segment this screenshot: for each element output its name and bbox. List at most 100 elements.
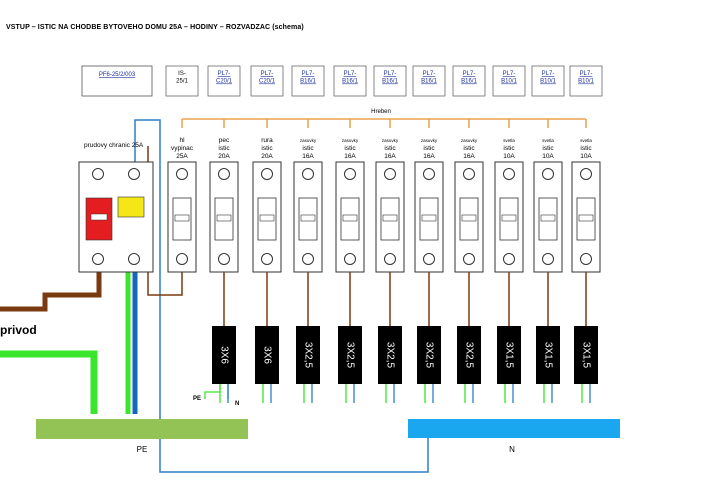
breaker-code-text: PL7-: [218, 71, 231, 77]
breaker-label-text: vypinac: [171, 145, 194, 152]
breaker-terminal-top: [463, 168, 475, 180]
breaker-terminal-bottom: [580, 253, 592, 265]
rcd-yellow-button: [117, 196, 145, 218]
breaker-terminal-bottom: [344, 253, 356, 265]
breaker-code-text: B16/1: [300, 79, 316, 85]
breaker-code-box: [452, 65, 486, 97]
cable-sleeve: [212, 326, 236, 384]
breaker-label-text: istic: [261, 145, 273, 152]
pe-bar-label: PE: [137, 445, 148, 454]
breaker-code-text: PL7-: [503, 71, 516, 77]
breaker-label-text: zasuvky: [461, 138, 478, 143]
cable-sleeve: [338, 326, 362, 384]
breaker-code-text: B10/1: [578, 79, 594, 85]
breaker-code-box: [373, 65, 407, 97]
breaker-label-text: istic: [302, 145, 314, 152]
breaker-code-box: [492, 65, 526, 97]
legend-pe-wire: [204, 384, 221, 399]
breaker-terminal-bottom: [463, 253, 475, 265]
breaker-terminal-top: [580, 168, 592, 180]
breaker-terminal-top: [218, 168, 230, 180]
breaker-lever: [578, 214, 594, 222]
cable-sleeve: [255, 326, 279, 384]
neutral-loop-wire: [134, 119, 429, 473]
breaker-code-text: PL7-: [261, 71, 274, 77]
rcd-label: prudovy chranic 25A: [84, 142, 144, 149]
breaker-code-box: [250, 65, 284, 97]
breaker-label-text: rura: [261, 137, 273, 144]
cable-7: 3X2,5: [417, 272, 441, 403]
breaker-label-text: 16A: [384, 153, 396, 160]
privod-label: privod: [0, 323, 37, 337]
breaker-lever: [300, 214, 316, 222]
top-left-code-box: [81, 65, 153, 97]
breaker-lever: [421, 214, 437, 222]
cable-5: 3X2,5: [338, 272, 362, 403]
feed-brown-wire: [0, 272, 102, 312]
breaker-label-text: istic: [580, 145, 592, 152]
breaker-code-text: C20/1: [259, 79, 276, 85]
breaker-terminal-bottom: [542, 253, 554, 265]
breaker-label-text: hl: [179, 137, 185, 144]
pe-small-label: PE: [193, 396, 201, 402]
breaker-label-text: 10A: [580, 153, 592, 160]
breaker-lever: [342, 214, 358, 222]
breaker-lever: [216, 214, 232, 222]
breaker-code-text: PL7-: [384, 71, 397, 77]
breaker-label-text: 16A: [302, 153, 314, 160]
breaker-code-box: [165, 65, 199, 97]
breaker-lever: [259, 214, 275, 222]
breaker-code-text: B10/1: [540, 79, 556, 85]
breaker-lever: [540, 214, 556, 222]
breaker-code-text: PL7-: [542, 71, 555, 77]
cable-2: 3X6: [212, 272, 236, 403]
breaker-label-text: svetla: [542, 138, 554, 143]
breaker-code-text: PL7-: [463, 71, 476, 77]
breaker-lever: [501, 214, 517, 222]
breaker-terminal-bottom: [176, 253, 188, 265]
cable-spec-text: 3X6: [218, 346, 229, 364]
cable-sleeve: [457, 326, 481, 384]
cable-sleeve: [378, 326, 402, 384]
breaker-label-text: 20A: [218, 153, 230, 160]
cable-sleeve: [417, 326, 441, 384]
breaker-code-box: [569, 65, 603, 97]
breaker-code-text: PL7-: [423, 71, 436, 77]
breaker-code-text: 25/1: [176, 79, 188, 85]
breaker-terminal-top: [176, 168, 188, 180]
breaker-terminal-top: [542, 168, 554, 180]
breaker-code-text: IS-: [178, 71, 186, 77]
cable-10: 3X1,5: [536, 272, 560, 403]
busbar-label: Hreben: [371, 109, 391, 115]
breaker-terminal-bottom: [261, 253, 273, 265]
n-bar: [408, 419, 620, 438]
residual-current-device: [78, 161, 154, 273]
breaker-code-box: [207, 65, 241, 97]
breaker-label-text: istic: [503, 145, 515, 152]
cable-6: 3X2,5: [378, 272, 402, 403]
breaker-code-box: [412, 65, 446, 97]
cable-spec-text: 3X6: [261, 346, 272, 364]
breaker-lever: [174, 214, 190, 222]
cable-spec-text: 3X2,5: [463, 342, 474, 369]
breaker-label-text: istic: [463, 145, 475, 152]
breaker-label-text: istic: [423, 145, 435, 152]
breaker-label-text: zasuvky: [421, 138, 438, 143]
breaker-code-text: PL7-: [580, 71, 593, 77]
breaker-terminal-top: [344, 168, 356, 180]
breaker-terminal-top: [261, 168, 273, 180]
breaker-label-text: 25A: [176, 153, 188, 160]
breaker-label-text: istic: [218, 145, 230, 152]
cable-sleeve: [536, 326, 560, 384]
cable-spec-text: 3X2,5: [344, 342, 355, 369]
n-bar-label: N: [509, 445, 515, 454]
